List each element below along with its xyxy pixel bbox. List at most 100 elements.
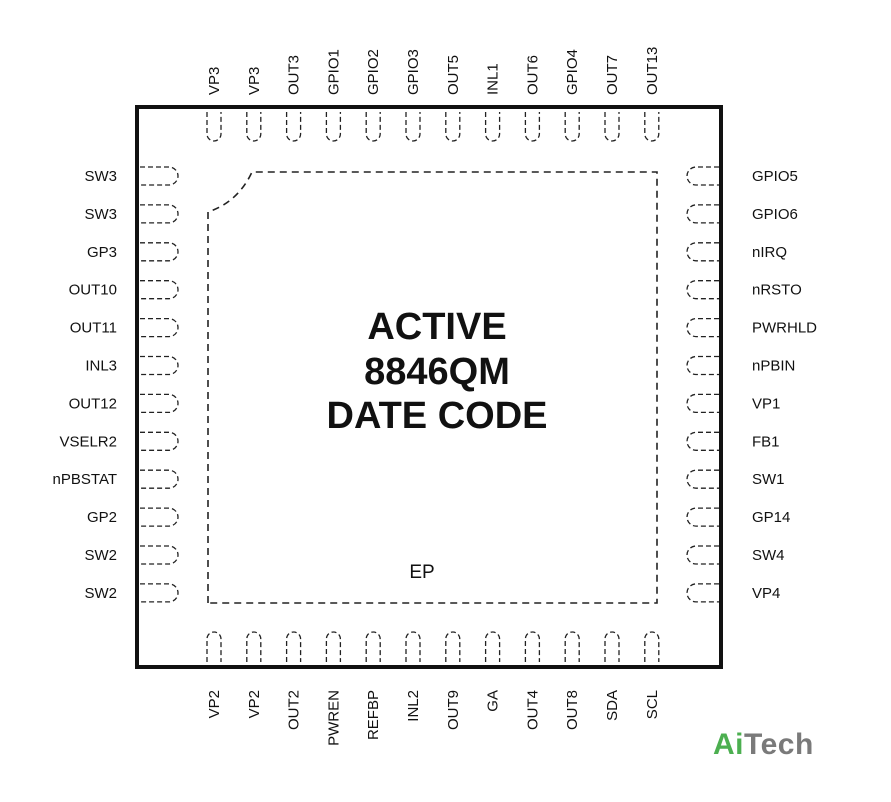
pin-label-left: OUT10 xyxy=(69,282,117,299)
pin-pad-bottom xyxy=(484,631,501,662)
pin-label-bottom: PWREN xyxy=(325,690,342,746)
pin-label-left: SW3 xyxy=(84,168,117,185)
brand-logo: AiTech xyxy=(713,728,814,762)
pin-label-bottom: OUT4 xyxy=(524,690,541,730)
pin-label-left: OUT11 xyxy=(70,320,117,337)
pin-label-right: GPIO5 xyxy=(752,168,798,185)
pin-label-left: SW2 xyxy=(84,547,117,564)
pin-label-bottom: SDA xyxy=(604,690,621,721)
pin-label-left: SW2 xyxy=(84,585,117,602)
pin-pad-bottom xyxy=(285,631,302,662)
pin-pad-left xyxy=(140,469,179,489)
pin-pad-left xyxy=(140,280,179,300)
pin-label-bottom: SCL xyxy=(644,690,661,719)
pin-label-left: INL3 xyxy=(85,358,117,375)
pin-pad-left xyxy=(140,507,179,527)
pin-pad-right xyxy=(686,393,719,414)
brand-logo-prefix: Ai xyxy=(713,728,744,761)
pin-pad-right xyxy=(686,431,719,451)
pin-label-right: nIRQ xyxy=(752,244,787,261)
pin-pad-right xyxy=(686,166,719,186)
pin-pads xyxy=(140,112,719,662)
pin-pad-right xyxy=(686,280,719,300)
pin-label-right: VP4 xyxy=(752,585,780,602)
pin-label-left: nPBSTAT xyxy=(53,471,117,488)
pin-label-bottom: OUT2 xyxy=(286,690,303,730)
pin-label-bottom: INL2 xyxy=(405,690,422,722)
pin-pad-left xyxy=(140,242,179,262)
pin-pad-top xyxy=(285,112,302,142)
pin-label-right: SW4 xyxy=(752,547,785,564)
pin-label-top: GPIO2 xyxy=(365,49,382,95)
pin-label-right: PWRHLD xyxy=(752,320,817,337)
pin-pad-top xyxy=(644,112,660,142)
pin-pad-right xyxy=(686,204,719,224)
pin-label-left: SW3 xyxy=(84,206,117,223)
pin-pad-left xyxy=(140,166,179,186)
pin-pad-top xyxy=(604,112,620,142)
pin-label-top: OUT6 xyxy=(524,55,541,95)
pin-pad-top xyxy=(206,112,222,142)
pin-pad-top xyxy=(246,112,262,142)
pin-label-right: nPBIN xyxy=(752,358,795,375)
pin-label-bottom: VP2 xyxy=(246,690,263,718)
pin-label-bottom: OUT9 xyxy=(445,690,462,730)
pin-pad-bottom xyxy=(246,631,262,662)
pin-pad-right xyxy=(686,469,719,489)
chip-marking-line-3: DATE CODE xyxy=(327,395,548,437)
pin-pad-bottom xyxy=(564,631,580,662)
pin-label-left: GP2 xyxy=(87,509,117,526)
pin-label-bottom: GA xyxy=(485,690,502,712)
brand-logo-suffix: Tech xyxy=(744,728,814,761)
pin-label-top: GPIO3 xyxy=(405,49,422,95)
pin-label-top: OUT7 xyxy=(604,55,621,95)
pin-label-top: GPIO4 xyxy=(564,49,581,95)
pin-label-left: GP3 xyxy=(87,244,117,261)
pin-pad-top xyxy=(524,112,541,142)
pin-pad-bottom xyxy=(365,631,381,662)
pin-pad-right xyxy=(686,317,719,338)
pin-pad-bottom xyxy=(604,631,620,662)
pin-pad-top xyxy=(564,112,580,142)
pin-pad-left xyxy=(140,355,179,376)
pin-label-right: FB1 xyxy=(752,433,780,450)
chip-marking-line-1: ACTIVE xyxy=(367,306,506,348)
pin-label-top: OUT3 xyxy=(286,55,303,95)
pin-pad-top xyxy=(365,112,381,142)
pin-label-top: GPIO1 xyxy=(325,49,342,95)
pin-pad-bottom xyxy=(524,631,541,662)
pin-label-top: OUT5 xyxy=(445,55,462,95)
exposed-pad-label: EP xyxy=(409,562,434,583)
pin-pad-bottom xyxy=(405,631,421,662)
pin-pad-right xyxy=(686,507,719,527)
pin-label-top: OUT13 xyxy=(644,47,661,95)
pin-pad-right xyxy=(686,355,719,376)
pin-pad-top xyxy=(445,112,461,142)
pin-label-right: VP1 xyxy=(752,395,780,412)
pin-pad-bottom xyxy=(206,631,222,662)
pin-pad-right xyxy=(686,242,719,262)
pin-label-top: VP3 xyxy=(206,67,223,95)
pin-pad-bottom xyxy=(644,631,660,662)
pin-pad-top xyxy=(405,112,421,142)
pin-pad-left xyxy=(140,317,179,338)
pin-label-top: VP3 xyxy=(246,67,263,95)
pin-label-left: VSELR2 xyxy=(59,433,117,450)
pin-pad-top xyxy=(325,112,342,142)
pin-pad-top xyxy=(484,112,501,142)
pin-label-right: SW1 xyxy=(752,471,785,488)
pin-pad-left xyxy=(140,583,179,603)
pin-label-left: OUT12 xyxy=(69,395,117,412)
pin-label-bottom: REFBP xyxy=(365,690,382,740)
pin-label-bottom: VP2 xyxy=(206,690,223,718)
pin-pad-bottom xyxy=(325,631,342,662)
pin-pad-left xyxy=(140,545,179,565)
pin-pad-left xyxy=(140,431,179,451)
chip-marking-line-2: 8846QM xyxy=(364,351,510,393)
package-outline xyxy=(135,105,723,669)
pin-pad-left xyxy=(140,204,179,224)
pin-pad-right xyxy=(686,545,719,565)
pin-label-bottom: OUT8 xyxy=(564,690,581,730)
